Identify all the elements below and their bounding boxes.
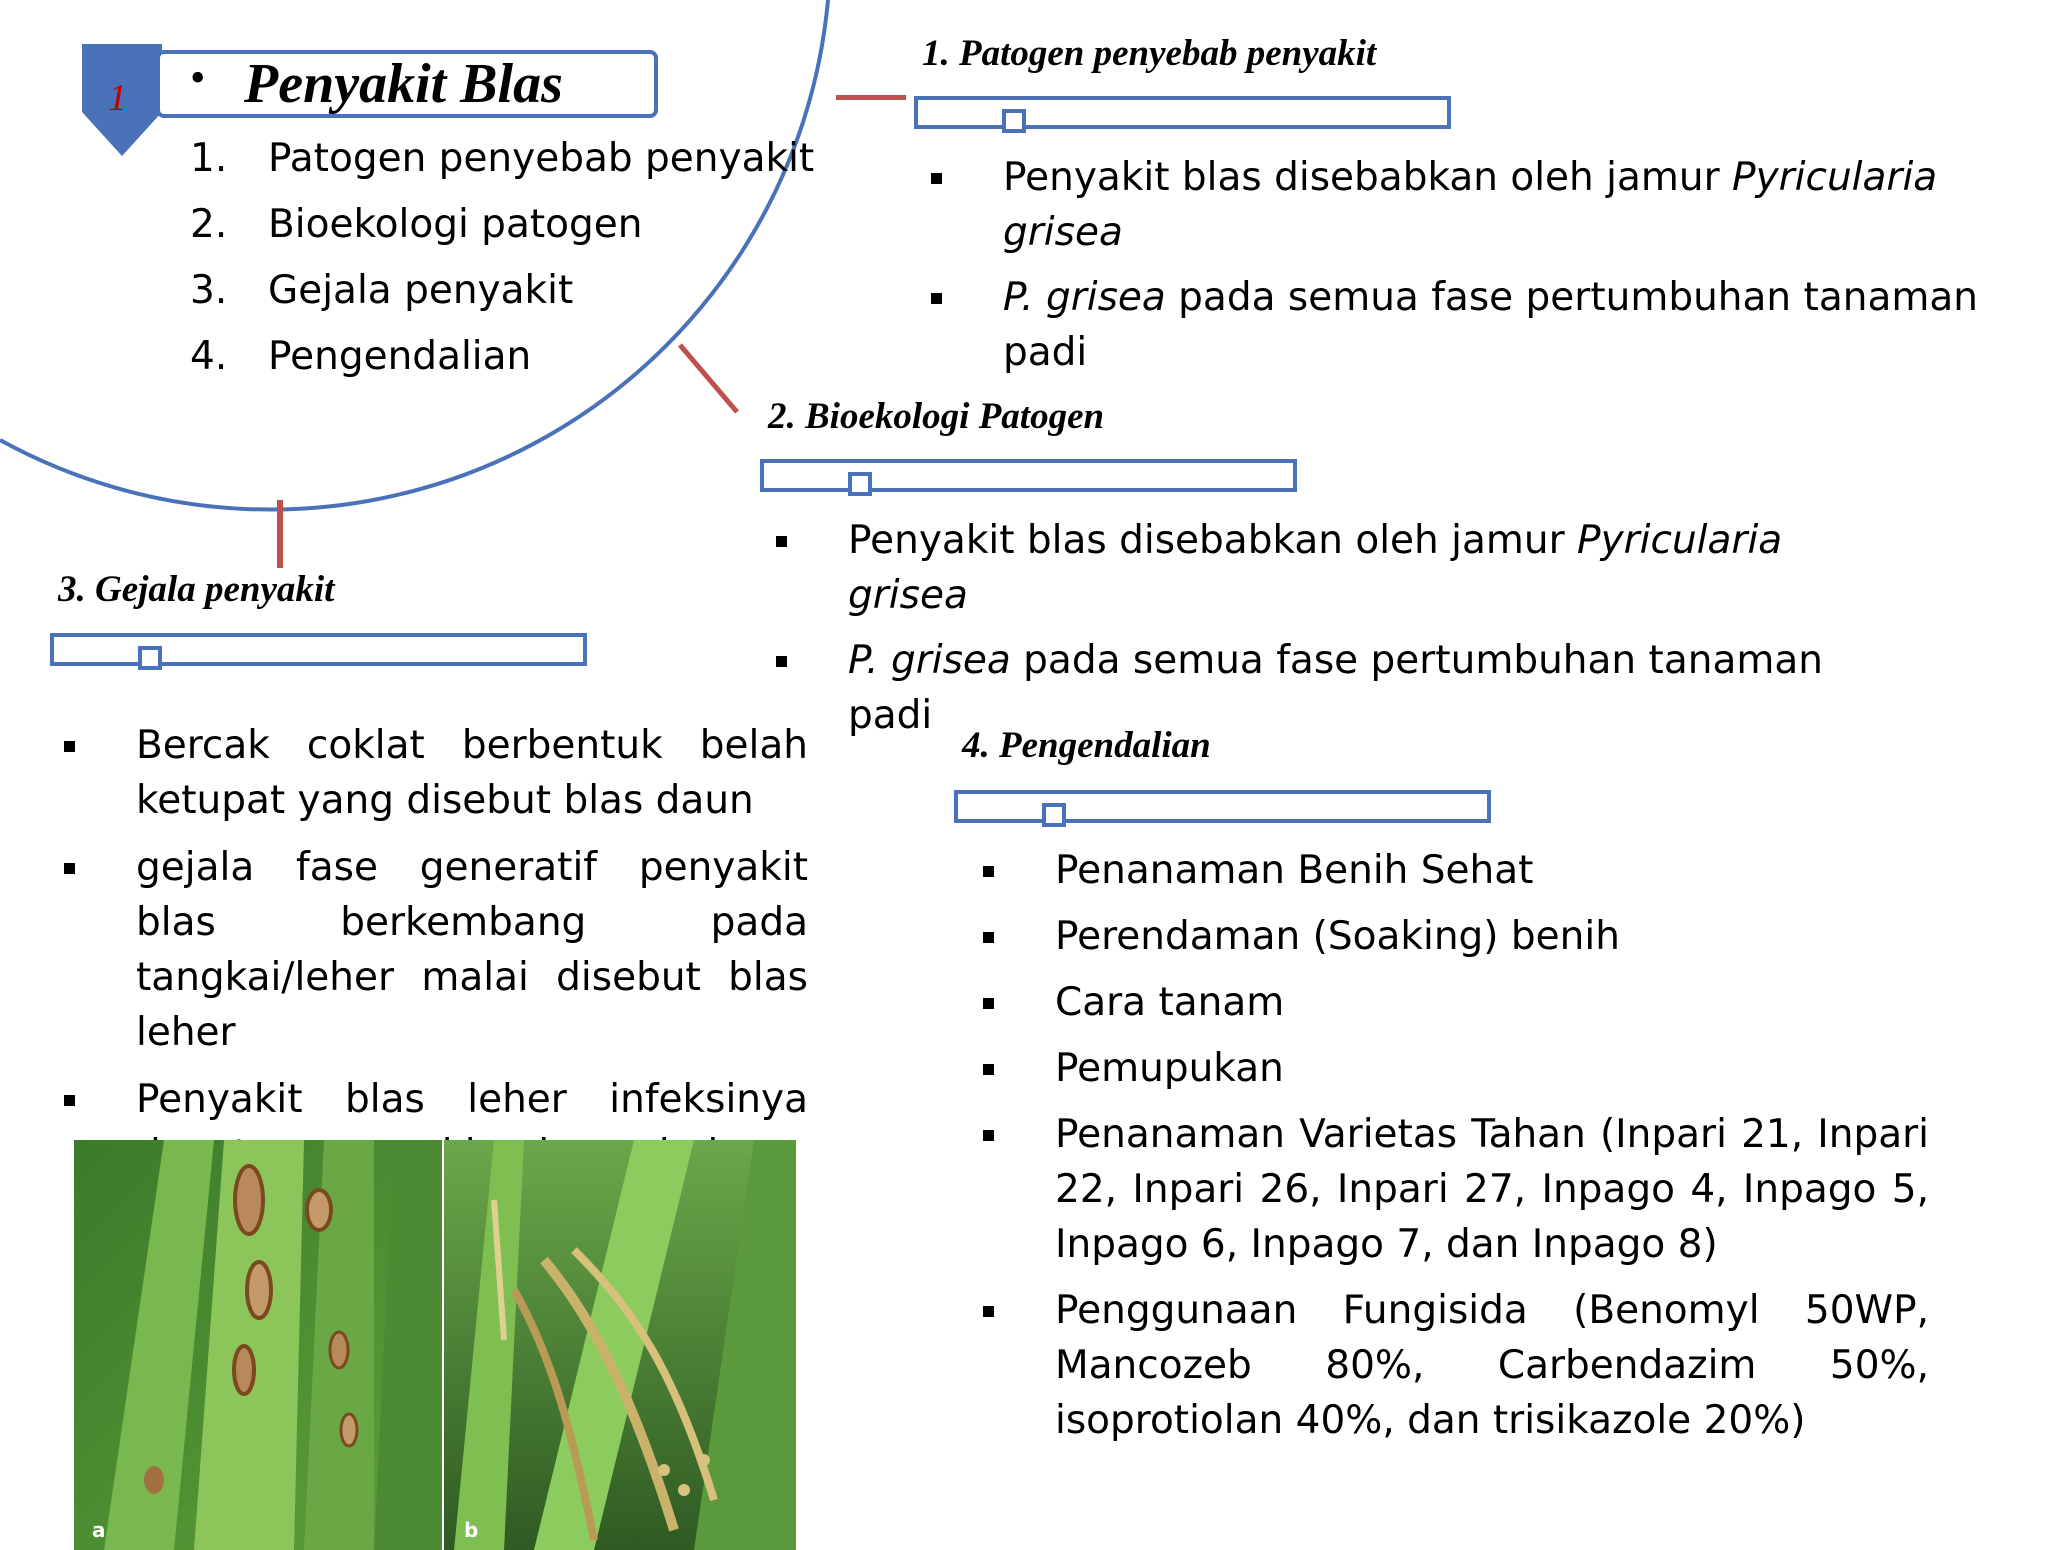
section3-list: Bercak coklat berbentuk belah ketupat ya…: [58, 718, 808, 1182]
bar-knob: [1042, 803, 1066, 827]
section1-bar: [914, 96, 1451, 133]
list-item: P. grisea pada semua fase pertumbuhan ta…: [925, 270, 2035, 380]
bar-knob: [848, 472, 872, 496]
photo-panel-a: [74, 1140, 442, 1550]
list-item: Pemupukan: [977, 1041, 1929, 1096]
list-item: Bercak coklat berbentuk belah ketupat ya…: [58, 718, 808, 828]
list-item: Penyakit blas disebabkan oleh jamur Pyri…: [925, 150, 2035, 260]
bar-knob: [1002, 109, 1026, 133]
badge-number: 1: [108, 77, 127, 119]
list-item: Penyakit blas disebabkan oleh jamur Pyri…: [770, 513, 1880, 623]
connector-section3: [277, 500, 283, 568]
connector-section1: [836, 95, 906, 100]
list-item: Cara tanam: [977, 975, 1929, 1030]
section4-list: Penanaman Benih Sehat Perendaman (Soakin…: [977, 843, 1929, 1448]
outline-list: 1.Patogen penyebab penyakit 2.Bioekologi…: [190, 126, 814, 390]
section4-bar: [954, 790, 1491, 827]
rice-blast-photos: [74, 1140, 796, 1550]
photo-panel-b: [444, 1140, 796, 1550]
section-number-badge: [82, 44, 162, 156]
title-bullet: •: [190, 53, 206, 102]
list-item: P. grisea pada semua fase pertumbuhan ta…: [770, 633, 1880, 743]
list-item: gejala fase generatif penyakit blas berk…: [58, 840, 808, 1060]
list-item: 1.Patogen penyebab penyakit: [190, 136, 815, 181]
list-item: Penanaman Benih Sehat: [977, 843, 1929, 898]
section1-list: Penyakit blas disebabkan oleh jamur Pyri…: [925, 150, 2035, 380]
section2-bar: [760, 459, 1297, 496]
section3-title: 3. Gejala penyakit: [58, 569, 335, 610]
list-item: 4.Pengendalian: [190, 334, 532, 379]
section4-title: 4. Pengendalian: [962, 725, 1211, 766]
photo-label-b: b: [464, 1518, 479, 1542]
bar-knob: [138, 646, 162, 670]
connector-section2: [678, 343, 739, 414]
section2-title: 2. Bioekologi Patogen: [768, 396, 1105, 437]
section1-title: 1. Patogen penyebab penyakit: [922, 33, 1377, 74]
page-title: Penyakit Blas: [244, 53, 563, 115]
photo-label-a: a: [92, 1518, 106, 1542]
list-item: Perendaman (Soaking) benih: [977, 909, 1929, 964]
section3-bar: [50, 633, 587, 670]
list-item: 2.Bioekologi patogen: [190, 202, 643, 247]
list-item: Penggunaan Fungisida (Benomyl 50WP, Manc…: [977, 1283, 1929, 1448]
list-item: 3.Gejala penyakit: [190, 268, 574, 313]
title-box: [156, 50, 658, 118]
section2-list: Penyakit blas disebabkan oleh jamur Pyri…: [770, 513, 1880, 743]
list-item: Penanaman Varietas Tahan (Inpari 21, Inp…: [977, 1107, 1929, 1272]
